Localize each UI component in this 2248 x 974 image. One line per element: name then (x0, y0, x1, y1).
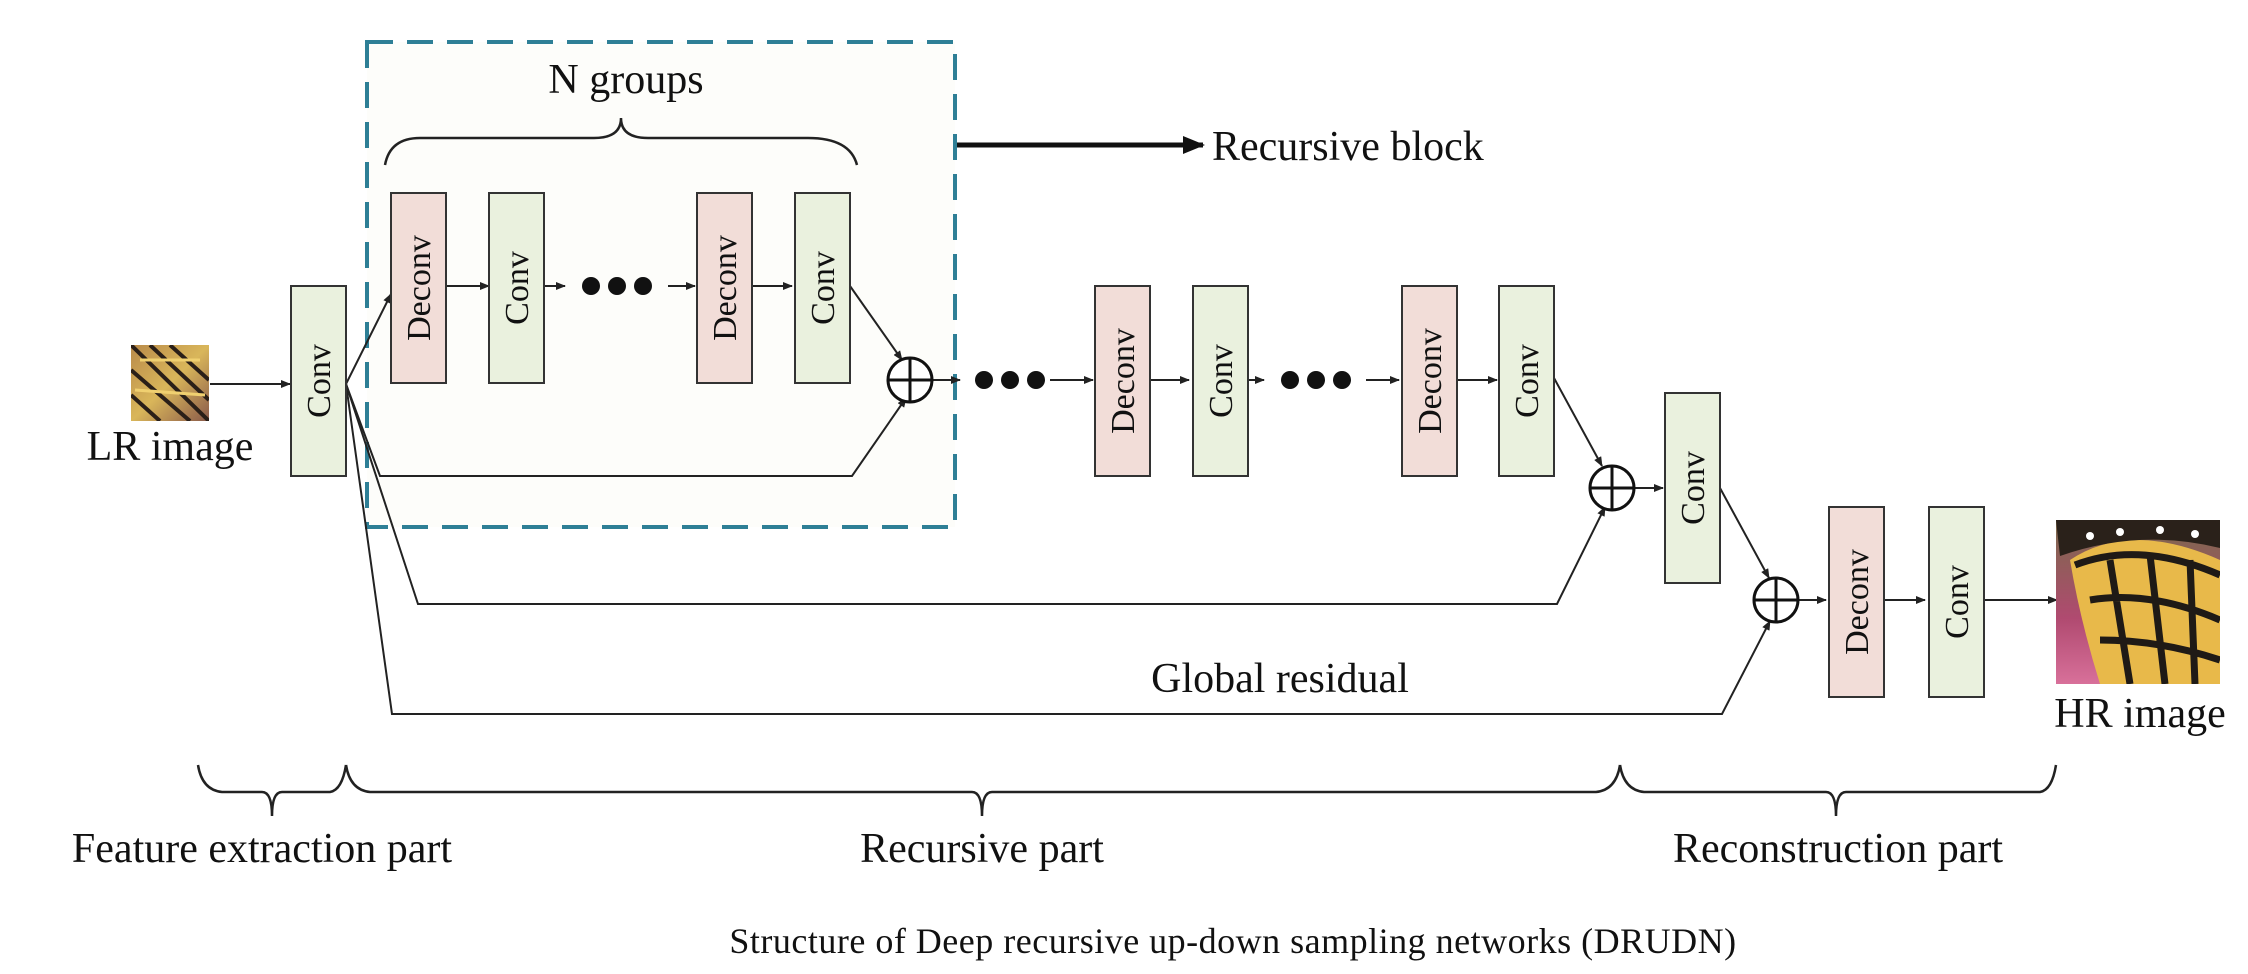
recursive-part-brace (344, 764, 1622, 817)
rec-conv-label: Conv (1939, 565, 1976, 639)
figure-caption: Structure of Deep recursive up-down samp… (729, 921, 1736, 961)
r2a-deconv-label: Deconv (1105, 328, 1142, 434)
circle-plus-icon (1752, 576, 1800, 624)
n-groups-brace (383, 117, 859, 166)
global-residual-label: Global residual (1151, 656, 1409, 702)
reconstruction-part-brace (1618, 764, 2058, 817)
g1-deconv-label: Deconv (401, 235, 438, 341)
hr-image-label: HR image (2054, 691, 2225, 737)
g2-conv-label: Conv (805, 251, 842, 325)
g2-deconv-block: Deconv (696, 192, 753, 384)
feature-part-brace (196, 764, 348, 817)
circle-plus-icon (886, 356, 934, 404)
recursive-part-label: Recursive part (860, 826, 1104, 872)
ellipsis-dots-recursion (975, 371, 1045, 389)
r2b-conv-block: Conv (1498, 285, 1555, 477)
feature-part-label: Feature extraction part (72, 826, 452, 872)
mid-conv-label: Conv (1675, 451, 1712, 525)
ellipsis-dots-group-2 (1281, 371, 1351, 389)
connections (210, 282, 2058, 715)
g1-conv-block: Conv (488, 192, 545, 384)
feature-conv-label: Conv (301, 344, 338, 418)
hr-image-thumbnail (2056, 520, 2220, 684)
rec-deconv-label: Deconv (1839, 549, 1876, 655)
rec-deconv-block: Deconv (1828, 506, 1885, 698)
r2b-conv-label: Conv (1509, 344, 1546, 418)
lr-image-label: LR image (87, 424, 254, 470)
mid-conv-block: Conv (1664, 392, 1721, 584)
circle-plus-icon (1588, 464, 1636, 512)
g2-conv-block: Conv (794, 192, 851, 384)
recursive-block-region (365, 40, 957, 529)
r2a-conv-block: Conv (1192, 285, 1249, 477)
feature-conv-block: Conv (290, 285, 347, 477)
r2b-deconv-block: Deconv (1401, 285, 1458, 477)
lr-image-thumbnail (131, 345, 209, 421)
r2b-deconv-label: Deconv (1412, 328, 1449, 434)
ellipsis-dots-group-1 (582, 277, 652, 295)
g1-deconv-block: Deconv (390, 192, 447, 384)
n-groups-label: N groups (548, 57, 703, 103)
g1-conv-label: Conv (499, 251, 536, 325)
g2-deconv-label: Deconv (707, 235, 744, 341)
recursive-block-label: Recursive block (1212, 124, 1484, 170)
r2a-deconv-block: Deconv (1094, 285, 1151, 477)
r2a-conv-label: Conv (1203, 344, 1240, 418)
rec-conv-block: Conv (1928, 506, 1985, 698)
reconstruction-part-label: Reconstruction part (1673, 826, 2003, 872)
